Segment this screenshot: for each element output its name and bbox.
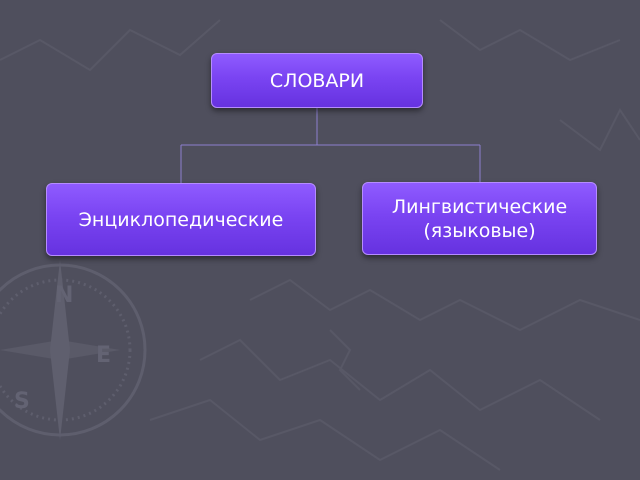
child-node-linguistic-label: Лингвистические (языковые) xyxy=(391,195,568,242)
svg-text:E: E xyxy=(96,343,111,368)
child-node-encyclopedic: Энциклопедические xyxy=(46,183,316,256)
root-node-slovari: СЛОВАРИ xyxy=(211,53,423,108)
svg-text:N: N xyxy=(55,283,73,308)
compass-rose-decoration: N E S xyxy=(0,260,147,440)
child-node-linguistic: Лингвистические (языковые) xyxy=(362,182,597,255)
root-node-label: СЛОВАРИ xyxy=(269,69,365,92)
svg-text:S: S xyxy=(14,389,30,414)
child-node-encyclopedic-label: Энциклопедические xyxy=(78,208,284,231)
